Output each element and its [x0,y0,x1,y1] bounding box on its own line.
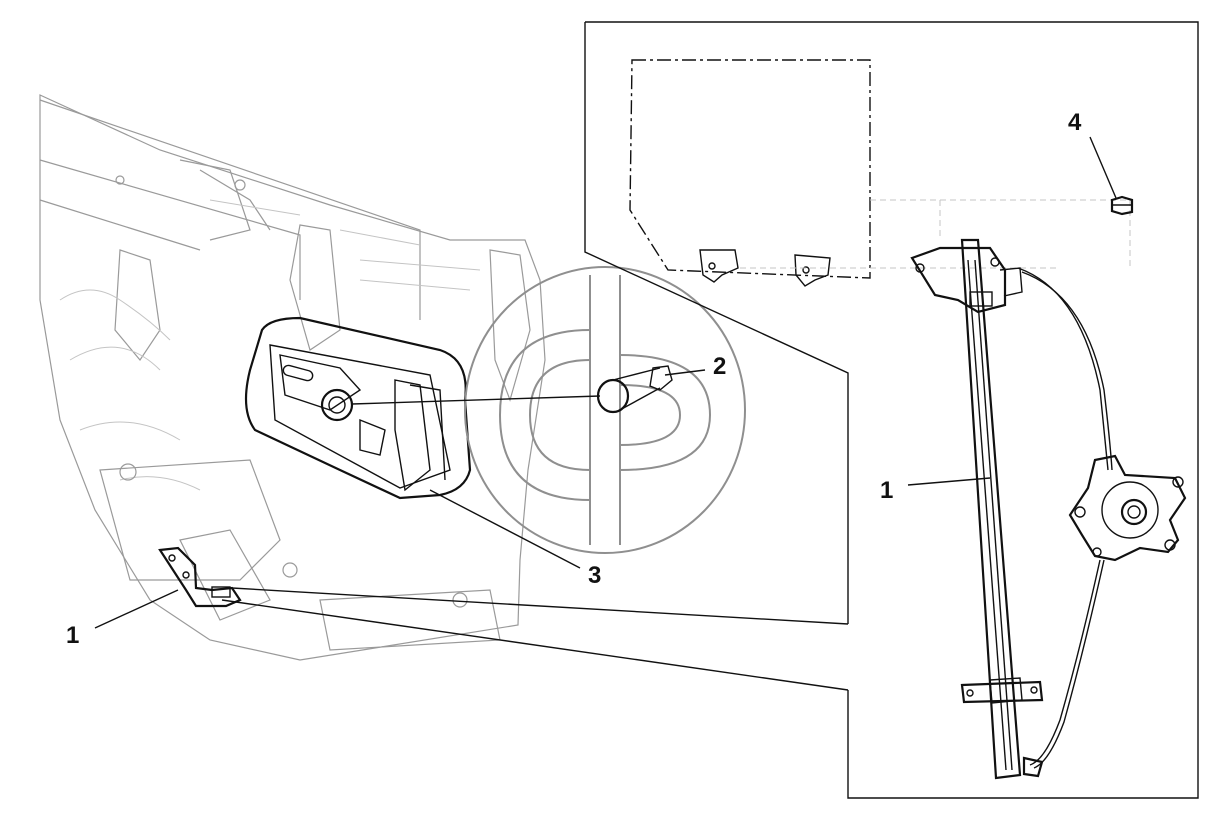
watermark-logo [464,266,746,554]
detail-box [584,21,1199,799]
door-module-cover [244,316,472,500]
regulator-bracket-left [158,546,242,608]
bolt [1110,195,1134,216]
callout-labels: 1 1 2 3 4 [66,109,1082,649]
window-regulator-assembly [910,238,1187,780]
callout-4: 4 [1068,109,1082,136]
door-inner-panel [39,94,546,661]
access-plug [596,365,673,414]
callout-1-right: 1 [880,477,893,504]
callout-1-left: 1 [66,622,79,649]
callout-3: 3 [588,562,601,589]
window-glass-outline [629,59,1131,287]
leader-lines [94,136,1117,691]
callout-2: 2 [713,353,726,380]
